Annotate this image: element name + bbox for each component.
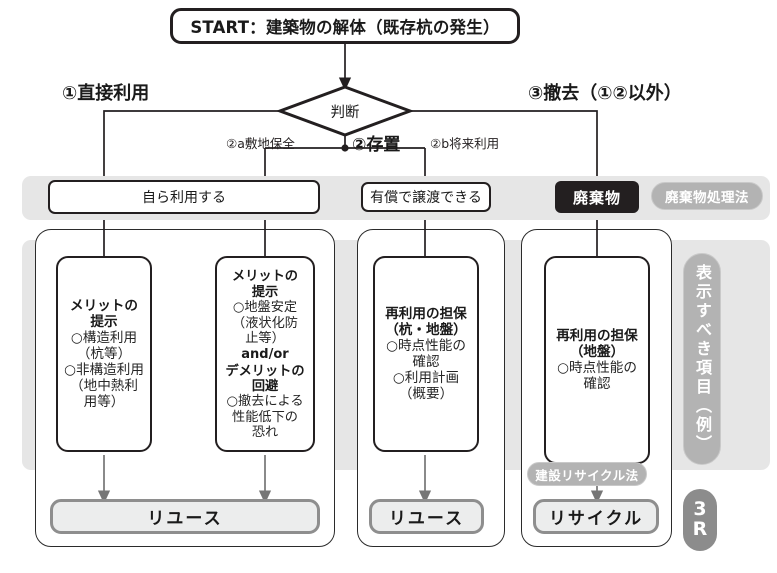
detail-merit-structural: メリットの 提示 ○構造利用 （杭等） ○非構造利用 （地中熱利 用等） [56,256,152,452]
branch-junction-dot [341,144,349,152]
detail-line-group: メリットの 提示 ○地盤安定 （液状化防 止等） and/or デメリットの 回… [225,269,305,441]
detail-merit-ground: メリットの 提示 ○地盤安定 （液状化防 止等） and/or デメリットの 回… [215,256,315,452]
badge-3r: 3 R [683,489,717,551]
pill-construction-recycle-law: 建設リサイクル法 [527,462,647,486]
box-paid-transfer: 有償で譲渡できる [361,182,491,212]
detail-line-group: メリットの 提示 ○構造利用 （杭等） ○非構造利用 （地中熱利 用等） [64,298,144,410]
detail-line-group: 再利用の担保 （地盤） ○時点性能の 確認 [556,328,638,392]
branch-label-site-preservation: ②a敷地保全 [226,136,295,151]
box-waste: 廃棄物 [555,181,639,213]
side-label-display-items: 表示すべき項目（例） [683,253,721,465]
branch-label-removal: ③撤去（①②以外） [528,83,682,104]
detail-reuse-guarantee-ground: 再利用の担保 （地盤） ○時点性能の 確認 [544,256,650,464]
branch-label-retention: ②存置 [352,135,401,155]
detail-line-group: 再利用の担保 （杭・地盤） ○時点性能の 確認 ○利用計画 （概要） [385,306,467,402]
outcome-recycle: リサイクル [533,499,659,534]
outcome-reuse-left: リユース [50,499,320,534]
decision-label: 判断 [330,105,360,121]
branch-label-future-use: ②b将来利用 [430,136,500,151]
box-self-use: 自ら利用する [48,180,320,214]
pill-waste-disposal-law: 廃棄物処理法 [651,182,763,210]
detail-reuse-guarantee-pile-ground: 再利用の担保 （杭・地盤） ○時点性能の 確認 ○利用計画 （概要） [373,256,479,452]
badge-3r-line2: R [692,518,708,540]
outcome-reuse-middle: リユース [369,499,484,534]
start-node: START：建築物の解体（既存杭の発生） [170,8,520,44]
badge-3r-line1: 3 [693,498,707,521]
branch-label-direct-use: ①直接利用 [62,83,150,104]
